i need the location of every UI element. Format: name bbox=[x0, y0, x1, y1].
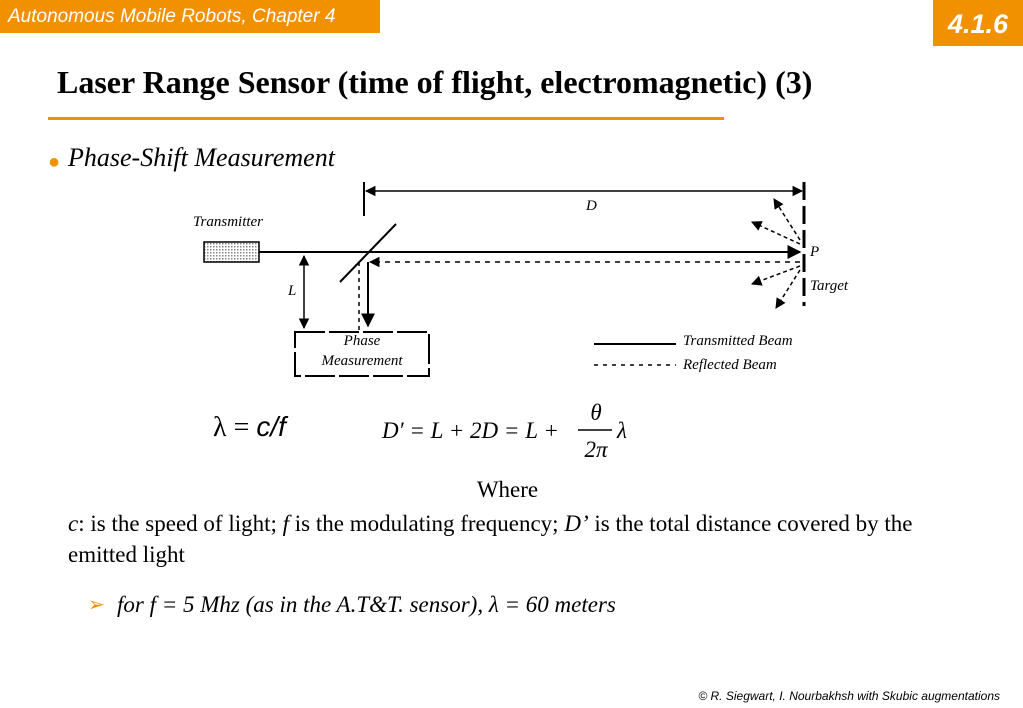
variable-description: c: is the speed of light; f is the modul… bbox=[68, 508, 978, 570]
phase-label-1: Phase bbox=[343, 333, 381, 349]
frequency-example: for f = 5 Mhz (as in the A.T&T. sensor),… bbox=[117, 592, 616, 617]
phase-label-2: Measurement bbox=[320, 353, 403, 369]
legend-reflected-label: Reflected Beam bbox=[682, 357, 777, 373]
c-var: c bbox=[68, 511, 79, 536]
lambda-eq-lhs: λ = bbox=[213, 412, 257, 443]
scatter-arrow-2 bbox=[751, 221, 801, 245]
transmitter-label: Transmitter bbox=[193, 214, 263, 230]
d-label: D bbox=[585, 198, 597, 214]
l-label: L bbox=[287, 283, 296, 299]
title-underline bbox=[48, 117, 724, 120]
f-var: f bbox=[282, 511, 290, 536]
target-label: Target bbox=[810, 278, 849, 294]
phase-measurement-box bbox=[294, 331, 430, 377]
scatter-arrow-4 bbox=[775, 269, 801, 309]
where-label: Where bbox=[476, 477, 539, 502]
lambda-equation: λ = c/f bbox=[213, 411, 286, 444]
legend-transmitted-label: Transmitted Beam bbox=[683, 333, 793, 349]
section-number: 4.1.6 bbox=[933, 0, 1023, 46]
scatter-arrow-3 bbox=[751, 265, 801, 286]
bullet-phase-shift: Phase-Shift Measurement bbox=[68, 143, 335, 172]
copyright-footer: © R. Siegwart, I. Nourbakhsh with Skubic… bbox=[698, 689, 1000, 703]
d-text: is the total distance covered by the emi… bbox=[68, 511, 913, 567]
slide-title: Laser Range Sensor (time of flight, elec… bbox=[57, 64, 813, 100]
two-pi-symbol: 2π bbox=[584, 437, 609, 462]
f-text: is the modulating frequency; bbox=[289, 511, 565, 536]
c-text: : is the speed of light; bbox=[78, 511, 283, 536]
arrow-bullet-icon: ➢ bbox=[88, 594, 105, 616]
bullet-dot-icon: ● bbox=[48, 151, 61, 173]
lambda-symbol: λ bbox=[616, 418, 627, 443]
theta-symbol: θ bbox=[590, 400, 601, 425]
dprime-equation: D′ = L + 2D = L + bbox=[381, 418, 559, 443]
transmitter-box bbox=[203, 241, 260, 263]
d-var: D’ bbox=[564, 511, 589, 536]
course-header: Autonomous Mobile Robots, Chapter 4 bbox=[0, 0, 380, 33]
beam-splitter bbox=[339, 223, 397, 283]
lambda-eq-rhs: c/f bbox=[256, 411, 286, 442]
p-label: P bbox=[809, 244, 819, 260]
scatter-arrow-1 bbox=[773, 198, 801, 241]
